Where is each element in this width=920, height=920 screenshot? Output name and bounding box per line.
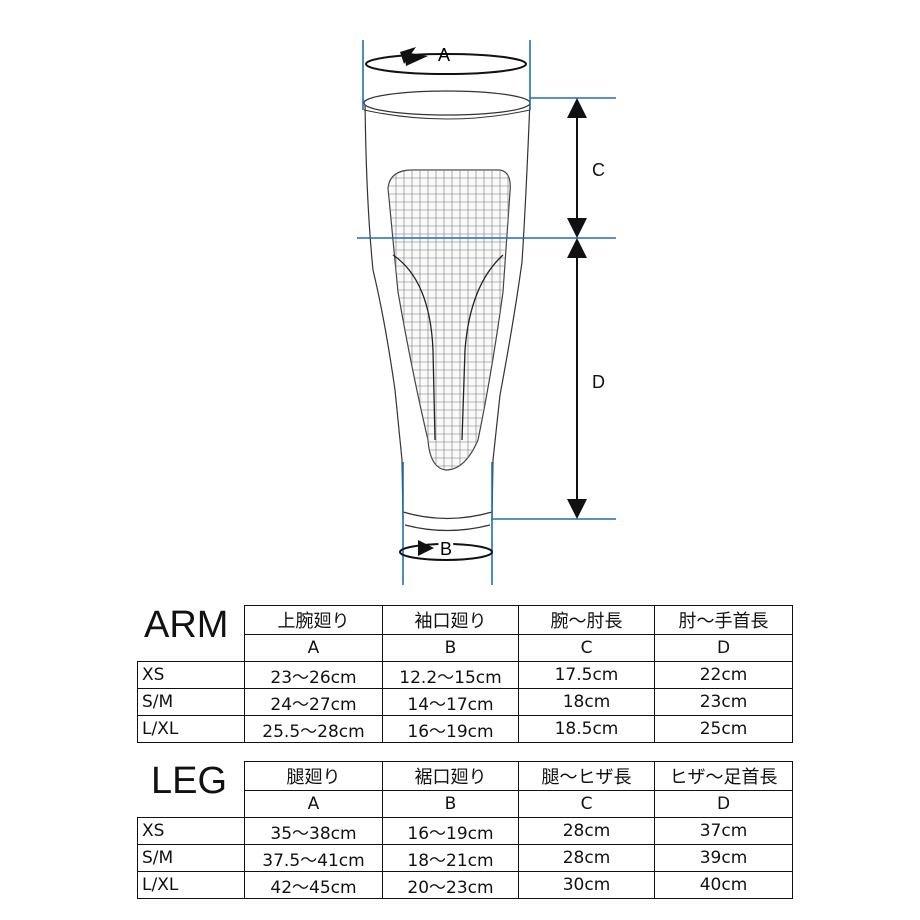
arm-title: ARM — [144, 604, 229, 646]
table-row: S/M 24〜27cm 14〜17cm 18cm 23cm — [137, 688, 793, 716]
table-cell: 28cm — [518, 817, 655, 845]
table-row: XS 35〜38cm 16〜19cm 28cm 37cm — [137, 817, 793, 845]
header-row: 腿廻り 裾口廻り 腿〜ヒザ長 ヒザ〜足首長 — [138, 761, 793, 791]
arm-size-table: 上腕廻り 袖口廻り 腕〜肘長 肘〜手首長 A B C D XS 23〜26cm … — [137, 605, 793, 743]
letter-cell: D — [654, 790, 793, 818]
letter-cell: D — [654, 634, 793, 662]
letter-cell: A — [244, 790, 383, 818]
letter-row: A B C D — [138, 790, 793, 818]
size-label: S/M — [137, 844, 245, 872]
table-cell: 16〜19cm — [382, 817, 519, 845]
label-a: A — [438, 45, 450, 65]
table-cell: 35〜38cm — [244, 817, 383, 845]
header-cell: 肘〜手首長 — [654, 605, 793, 635]
header-row: 上腕廻り 袖口廻り 腕〜肘長 肘〜手首長 — [138, 605, 793, 635]
table-cell: 24〜27cm — [244, 688, 383, 716]
table-cell: 12.2〜15cm — [382, 661, 519, 689]
measure-a-arrow: A — [365, 45, 527, 75]
letter-cell: A — [244, 634, 383, 662]
size-label: S/M — [137, 688, 245, 716]
header-cell: ヒザ〜足首長 — [654, 761, 793, 791]
measure-b-arrow: B — [399, 536, 493, 562]
table-cell: 39cm — [654, 844, 793, 872]
guide-lines — [357, 40, 616, 585]
table-cell: 18〜21cm — [382, 844, 519, 872]
table-cell: 40cm — [654, 871, 793, 899]
table-cell: 22cm — [654, 661, 793, 689]
letter-cell: B — [382, 634, 519, 662]
label-b: B — [440, 539, 452, 559]
mesh-panel — [387, 169, 511, 471]
size-label: L/XL — [137, 871, 245, 899]
leg-size-table: 腿廻り 裾口廻り 腿〜ヒザ長 ヒザ〜足首長 A B C D XS 35〜38cm… — [137, 761, 793, 899]
size-label: L/XL — [137, 715, 245, 743]
table-row: XS 23〜26cm 12.2〜15cm 17.5cm 22cm — [137, 661, 793, 689]
header-cell: 裾口廻り — [382, 761, 519, 791]
table-cell: 25cm — [654, 715, 793, 743]
table-cell: 17.5cm — [518, 661, 655, 689]
letter-cell: C — [518, 790, 655, 818]
sleeve-outline — [363, 90, 531, 532]
table-cell: 25.5〜28cm — [244, 715, 383, 743]
table-cell: 16〜19cm — [382, 715, 519, 743]
letter-cell: C — [518, 634, 655, 662]
table-row: L/XL 42〜45cm 20〜23cm 30cm 40cm — [137, 871, 793, 899]
table-cell: 23〜26cm — [244, 661, 383, 689]
header-cell: 腕〜肘長 — [518, 605, 655, 635]
table-cell: 28cm — [518, 844, 655, 872]
table-cell: 18cm — [518, 688, 655, 716]
sleeve-diagram: A B C D — [357, 40, 616, 585]
header-cell: 袖口廻り — [382, 605, 519, 635]
table-row: S/M 37.5〜41cm 18〜21cm 28cm 39cm — [137, 844, 793, 872]
measure-c-arrow: C — [567, 98, 605, 238]
leg-title: LEG — [151, 760, 228, 802]
table-cell: 37cm — [654, 817, 793, 845]
letter-row: A B C D — [138, 634, 793, 662]
table-cell: 30cm — [518, 871, 655, 899]
table-row: L/XL 25.5〜28cm 16〜19cm 18.5cm 25cm — [137, 715, 793, 743]
table-cell: 14〜17cm — [382, 688, 519, 716]
size-label: XS — [137, 817, 245, 845]
label-d: D — [592, 372, 605, 392]
measure-d-arrow: D — [567, 238, 605, 519]
header-cell: 腿〜ヒザ長 — [518, 761, 655, 791]
label-c: C — [592, 160, 605, 180]
table-cell: 23cm — [654, 688, 793, 716]
table-cell: 18.5cm — [518, 715, 655, 743]
size-label: XS — [137, 661, 245, 689]
table-cell: 37.5〜41cm — [244, 844, 383, 872]
header-cell: 腿廻り — [244, 761, 383, 791]
header-cell: 上腕廻り — [244, 605, 383, 635]
letter-cell: B — [382, 790, 519, 818]
table-cell: 42〜45cm — [244, 871, 383, 899]
table-cell: 20〜23cm — [382, 871, 519, 899]
